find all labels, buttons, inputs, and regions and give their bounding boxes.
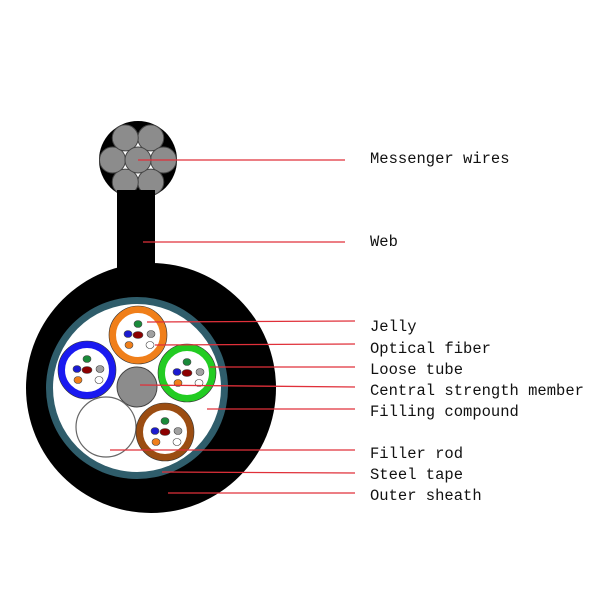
- optical-fiber: [150, 427, 160, 435]
- optical-fiber: [95, 365, 105, 373]
- optical-fiber: [151, 438, 161, 446]
- optical-fiber: [94, 376, 104, 384]
- label-messenger-wires: Messenger wires: [370, 150, 510, 168]
- optical-fiber: [194, 379, 204, 387]
- leader-line: [146, 320, 356, 323]
- label-steel-tape: Steel tape: [370, 466, 464, 484]
- optical-fiber: [172, 438, 182, 446]
- web: [117, 190, 155, 275]
- label-loose-tube: Loose tube: [370, 361, 464, 379]
- label-jelly: Jelly: [370, 318, 417, 336]
- optical-fiber: [73, 376, 83, 384]
- label-outer-sheath: Outer sheath: [370, 487, 482, 505]
- optical-fiber: [173, 427, 183, 435]
- optical-fiber: [145, 341, 155, 349]
- optical-fiber: [195, 368, 205, 376]
- optical-fiber: [159, 428, 171, 436]
- optical-fiber: [160, 417, 170, 425]
- central-strength-member: [116, 366, 158, 408]
- optical-fiber: [123, 330, 133, 338]
- loose-tube-edge: [157, 343, 217, 403]
- optical-fiber: [146, 330, 156, 338]
- optical-fiber: [181, 369, 193, 377]
- label-filling-compound: Filling compound: [370, 403, 519, 421]
- leader-lines: [110, 159, 356, 494]
- leader-line: [154, 343, 356, 346]
- optical-fiber: [72, 365, 82, 373]
- optical-fiber: [81, 366, 93, 374]
- optical-fiber: [133, 320, 143, 328]
- optical-fiber: [182, 358, 192, 366]
- label-filler-rod: Filler rod: [370, 445, 464, 463]
- filler-rod: [75, 396, 137, 458]
- optical-fiber: [132, 331, 144, 339]
- leader-line: [139, 384, 356, 388]
- messenger-unit: [99, 121, 177, 199]
- optical-fiber: [124, 341, 134, 349]
- label-web: Web: [370, 233, 398, 251]
- loose-tube-edge: [135, 402, 195, 462]
- leader-line: [161, 471, 356, 474]
- label-central-strength-member: Central strength member: [370, 382, 584, 400]
- optical-fiber: [82, 355, 92, 363]
- loose-tube-edge: [108, 305, 168, 365]
- messenger-wire: [111, 124, 139, 152]
- optical-fiber: [172, 368, 182, 376]
- label-optical-fiber: Optical fiber: [370, 340, 491, 358]
- loose-tube-edge: [57, 340, 117, 400]
